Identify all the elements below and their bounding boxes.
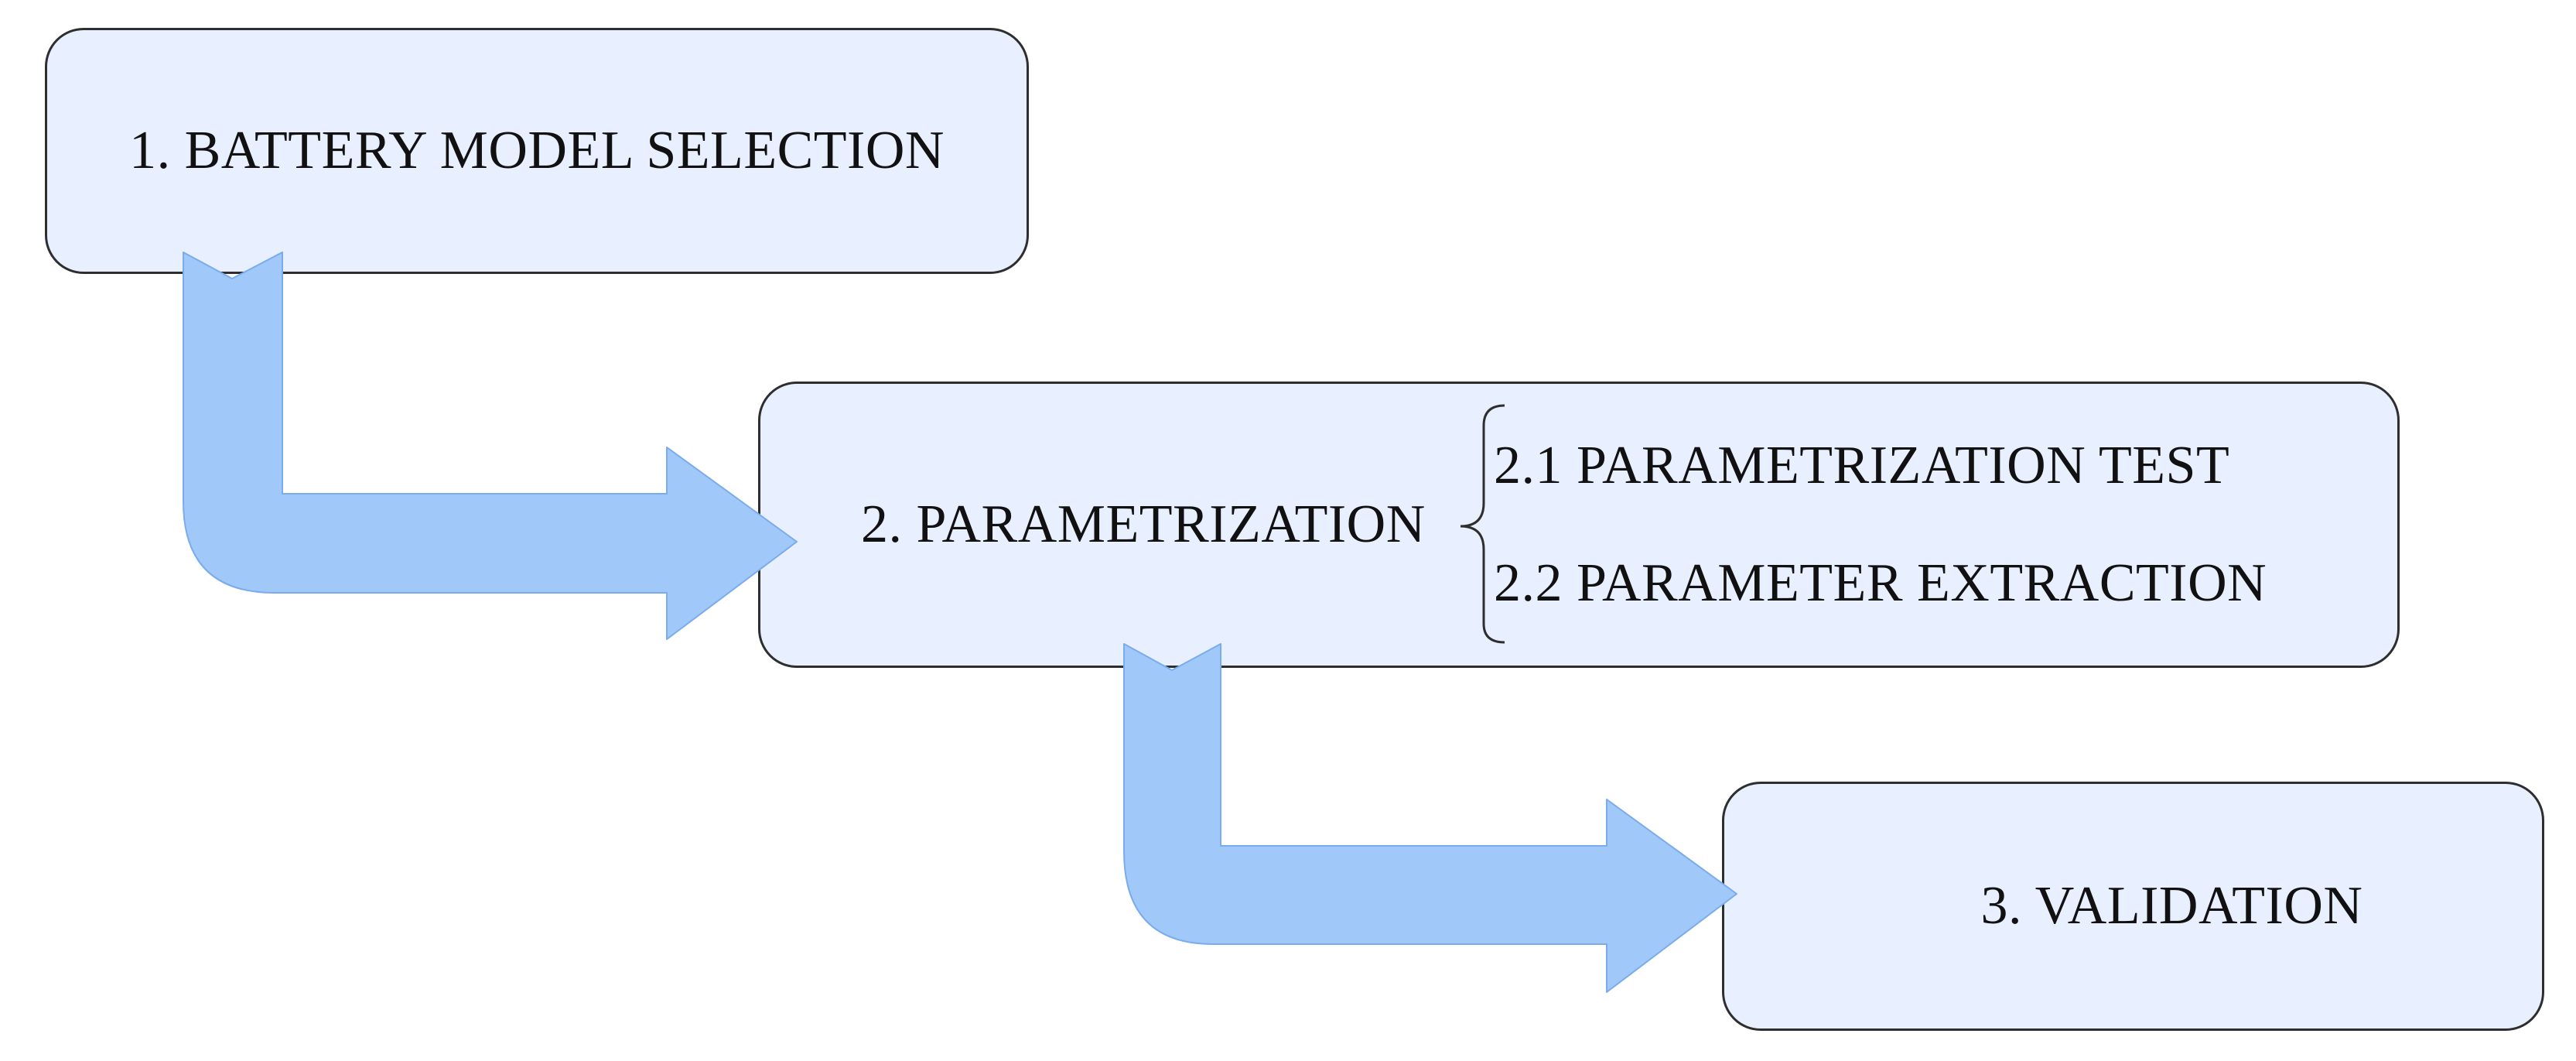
arrow-step2-to-step3 [1123, 643, 1737, 993]
substep-label-parametrization-test: 2.1 PARAMETRIZATION TEST [1494, 436, 2230, 495]
step-label-parametrization: 2. PARAMETRIZATION [861, 495, 1426, 554]
arrow-step1-to-step2 [183, 252, 798, 640]
step-box-parametrization: 2. PARAMETRIZATION 2.1 PARAMETRIZATION T… [758, 382, 2400, 668]
substep-label-parameter-extraction: 2.2 PARAMETER EXTRACTION [1494, 553, 2267, 613]
brace-icon [1460, 404, 1505, 644]
step-box-battery-model-selection: 1. BATTERY MODEL SELECTION [45, 28, 1029, 274]
step-box-validation: 3. VALIDATION [1722, 782, 2544, 1031]
step-label-battery-model-selection: 1. BATTERY MODEL SELECTION [129, 121, 945, 180]
substep-list: 2.1 PARAMETRIZATION TEST 2.2 PARAMETER E… [1494, 439, 2267, 611]
step-label-validation: 3. VALIDATION [1980, 876, 2363, 936]
